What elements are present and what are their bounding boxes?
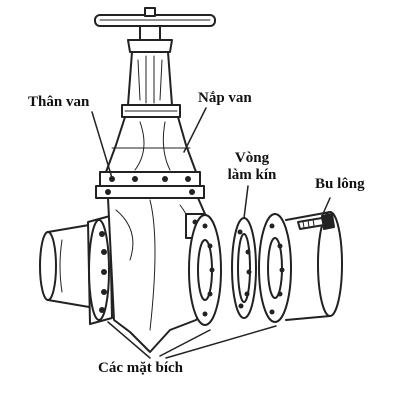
label-gasket-line2: làm kín	[227, 167, 277, 183]
label-bolt: Bu lông	[315, 176, 365, 192]
bolt	[297, 213, 335, 230]
label-gasket: Vòng làm kín	[218, 150, 286, 184]
valve-bonnet	[95, 116, 205, 199]
flange-left	[87, 215, 113, 325]
leader-flange-1	[107, 321, 151, 359]
label-flanges: Các mặt bích	[98, 360, 183, 376]
label-valve-body: Thân van	[28, 94, 90, 110]
handwheel	[94, 7, 216, 27]
leader-lines	[91, 107, 331, 359]
leader-flange-2	[159, 329, 211, 357]
leader-bonnet	[183, 107, 207, 153]
pipe-left	[39, 223, 96, 309]
leader-flange-3	[165, 325, 277, 359]
valve-stem	[121, 25, 181, 118]
valve-body	[107, 197, 215, 353]
leader-gasket	[243, 185, 249, 219]
leader-bolt	[321, 197, 331, 217]
gasket-ring	[231, 217, 257, 319]
flange-right	[188, 214, 222, 326]
leader-body	[91, 111, 113, 179]
label-bonnet: Nắp van	[198, 90, 252, 106]
label-gasket-line1: Vòng	[234, 150, 270, 166]
pipe-right	[258, 211, 343, 323]
